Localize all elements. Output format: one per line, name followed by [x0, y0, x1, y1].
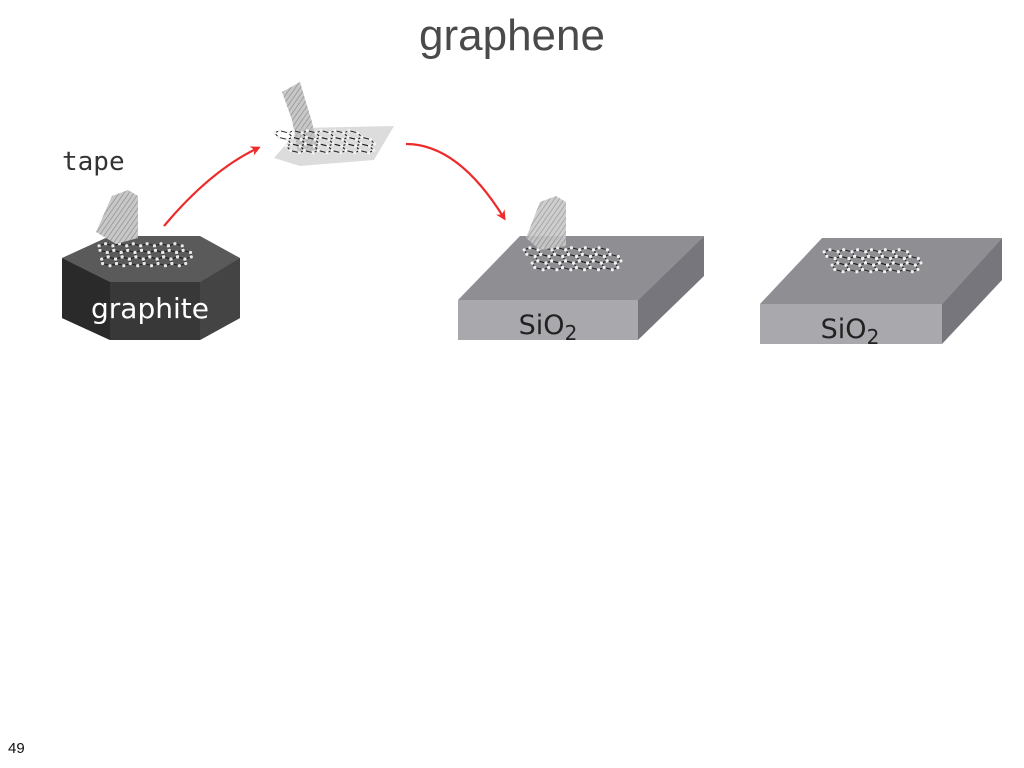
lifted-flake — [273, 82, 394, 166]
graphite-label: graphite — [91, 292, 209, 325]
graphite-lattice — [97, 242, 193, 268]
slide-number: 49 — [8, 740, 25, 757]
substrate-1-side — [638, 236, 704, 340]
tape-strip-substrate — [526, 196, 566, 250]
graphite-block: graphite — [62, 236, 240, 340]
graphite-top-face — [62, 236, 240, 282]
substrate-with-graphene: SiO2 — [760, 238, 1002, 349]
tape-strip-graphite — [96, 190, 138, 244]
substrate-2-lattice — [822, 248, 923, 274]
substrate-with-tape: SiO2 — [458, 196, 704, 345]
substrate-2-front — [760, 304, 942, 344]
slide-title: graphene — [419, 11, 605, 60]
graphene-flake-lifted — [274, 126, 394, 166]
substrate-1-top — [458, 236, 704, 300]
substrate-2-side — [942, 238, 1002, 344]
tape-label: tape — [62, 147, 125, 177]
arrow-peel — [163, 146, 261, 227]
arrow-transfer — [405, 142, 506, 221]
substrate-1-front — [458, 300, 638, 340]
substrate-1-label: SiO2 — [519, 310, 578, 345]
flake-lattice — [273, 129, 377, 155]
substrate-2-label: SiO2 — [821, 314, 880, 349]
substrate-1-lattice — [522, 246, 623, 272]
